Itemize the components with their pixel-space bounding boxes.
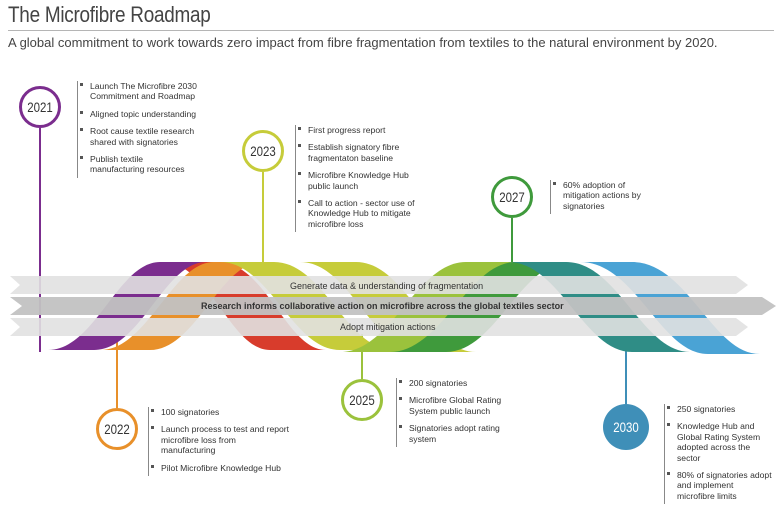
year-circle-2023: 2023 — [242, 130, 284, 172]
milestone-item: Pilot Microfibre Knowledge Hub — [151, 463, 291, 473]
milestone-item: First progress report — [298, 125, 422, 135]
milestone-item: 80% of signatories adopt and implement m… — [667, 470, 773, 501]
milestone-item: 100 signatories — [151, 407, 291, 417]
band-generate-data — [10, 276, 748, 294]
band-label-adopt: Adopt mitigation actions — [340, 322, 436, 332]
milestone-list-2027: 60% adoption of mitigation actions by si… — [550, 180, 661, 218]
milestone-item: Launch process to test and report microf… — [151, 424, 291, 455]
milestone-item: Launch The Microfibre 2030 Commitment an… — [80, 81, 198, 102]
page-subtitle: A global commitment to work towards zero… — [8, 35, 718, 50]
year-circle-2027: 2027 — [491, 176, 533, 218]
year-circle-2025: 2025 — [341, 379, 383, 421]
band-research-informs — [10, 297, 776, 315]
milestone-list-2030: 250 signatories Knowledge Hub and Global… — [664, 404, 773, 508]
milestone-list-2022: 100 signatories Launch process to test a… — [148, 407, 291, 480]
milestone-item: Publish textile manufacturing resources — [80, 154, 198, 175]
milestone-list-2025: 200 signatories Microfibre Global Rating… — [396, 378, 517, 451]
year-circle-2022: 2022 — [96, 408, 138, 450]
title-divider — [8, 30, 774, 31]
band-label-research: Research informs collaborative action on… — [201, 301, 564, 311]
milestone-item: 250 signatories — [667, 404, 773, 414]
milestone-item: 60% adoption of mitigation actions by si… — [553, 180, 661, 211]
milestone-item: Aligned topic understanding — [80, 109, 198, 119]
milestone-item: Knowledge Hub and Global Rating System a… — [667, 421, 773, 463]
milestone-item: Signatories adopt rating system — [399, 423, 517, 444]
milestone-item: Root cause textile research shared with … — [80, 126, 198, 147]
band-adopt-mitigation — [10, 318, 748, 336]
milestone-list-2023: First progress report Establish signator… — [295, 125, 422, 236]
milestone-item: Microfibre Knowledge Hub public launch — [298, 170, 422, 191]
band-label-generate: Generate data & understanding of fragmen… — [290, 281, 484, 291]
milestone-list-2021: Launch The Microfibre 2030 Commitment an… — [77, 81, 198, 182]
year-circle-2021: 2021 — [19, 86, 61, 128]
milestone-item: Call to action - sector use of Knowledge… — [298, 198, 422, 229]
milestone-item: Establish signatory fibre fragmentaton b… — [298, 142, 422, 163]
milestone-item: Microfibre Global Rating System public l… — [399, 395, 517, 416]
page-title: The Microfibre Roadmap — [8, 2, 211, 27]
year-circle-2030: 2030 — [603, 404, 649, 450]
milestone-item: 200 signatories — [399, 378, 517, 388]
